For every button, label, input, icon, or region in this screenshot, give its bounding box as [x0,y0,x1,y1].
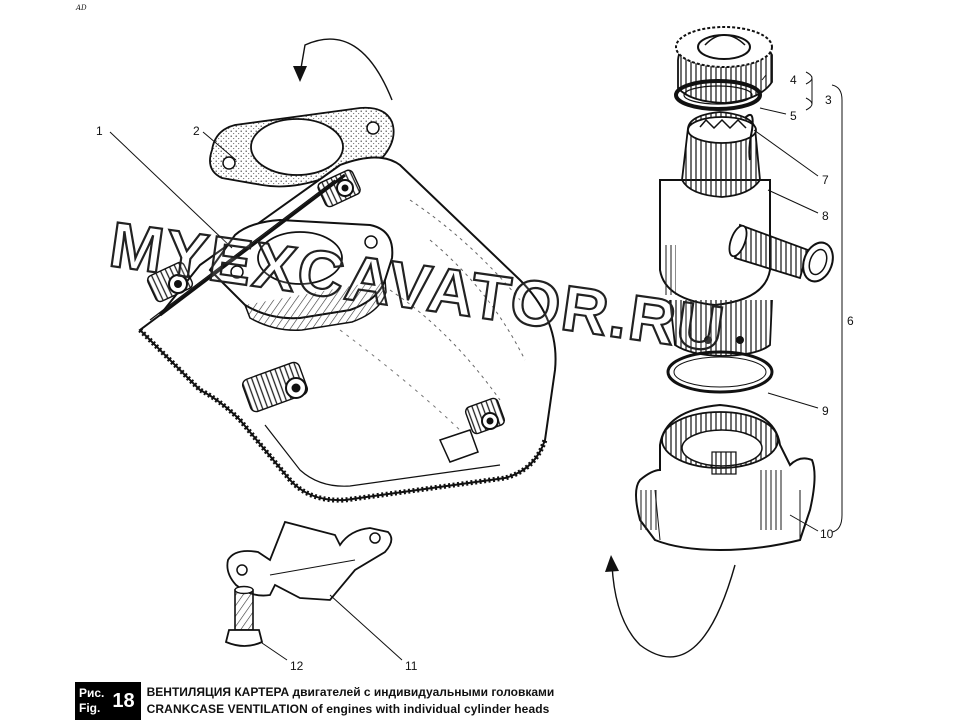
fig-label-ru: Рис. [79,686,105,700]
boss-top [317,169,361,208]
callout-11: 11 [405,659,418,673]
callout-9: 9 [822,404,829,418]
figure-number: 18 [112,689,135,712]
caption-title-ru-bold: ВЕНТИЛЯЦИЯ КАРТЕРА [146,685,290,699]
caption-title-ru-rest: двигателей с индивидуальными головками [289,685,555,699]
caption-title-en: CRANKCASE VENTILATION of engines with in… [147,701,555,718]
callout-6: 6 [847,314,854,328]
corner-mark: AD [76,4,87,12]
rotation-arrow-bottom [611,564,736,658]
callout-12: 12 [290,659,304,673]
caption-title-en-bold: CRANKCASE VENTILATION [146,702,308,716]
boss-left [146,261,194,303]
callout-4: 4 [790,73,797,87]
callout-10: 10 [820,527,834,541]
filler-cap-part [675,26,773,104]
callout-5: 5 [790,109,797,123]
rotation-arrow-top [299,38,393,101]
figure-caption: Рис. Fig. 18 ВЕНТИЛЯЦИЯ КАРТЕРА двигател… [75,682,554,720]
o-ring-part [666,350,774,394]
bolt-part [224,585,264,647]
ventilation-cover-part [138,156,557,503]
caption-title-en-rest: of engines with individual cylinder head… [307,702,550,716]
boss-right [464,397,506,435]
callout-2: 2 [193,124,200,138]
caption-title-ru: ВЕНТИЛЯЦИЯ КАРТЕРА двигателей с индивиду… [147,684,555,701]
callout-3: 3 [825,93,832,107]
callout-8: 8 [822,209,829,223]
rotation-arrow-top-head [293,66,307,82]
fig-label-en: Fig. [79,701,101,715]
seal-ring-part [674,79,762,111]
breather-body-part [659,111,834,357]
boss-middle [241,361,309,413]
base-housing-part [635,403,816,552]
rotation-arrow-bottom-head [605,555,619,572]
leader-lines [109,71,843,661]
callout-1: 1 [96,124,103,138]
callout-7: 7 [822,173,829,187]
bracket-part [226,520,393,601]
figure-label-box: Рис. Fig. 18 [75,682,141,720]
